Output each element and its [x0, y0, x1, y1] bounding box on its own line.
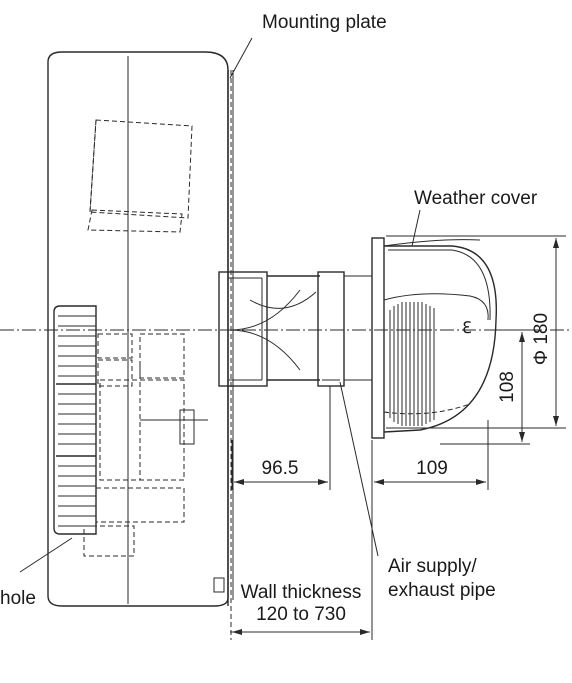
weather-cover: [371, 237, 497, 439]
leader-weather-cover: [411, 209, 421, 247]
dimension-cover-diameter: [386, 235, 566, 429]
label-air-pipe-line2: exhaust pipe: [388, 580, 496, 601]
dimension-pipe-center-height: [440, 329, 530, 445]
dimension-cover-depth: [371, 420, 489, 490]
leader-mounting-plate: [229, 37, 253, 79]
dimension-label-pipe-center-height: 108: [497, 371, 518, 403]
dimension-inner-length: [231, 386, 331, 490]
weather-cover-vanes: [389, 302, 435, 426]
label-air-pipe-line1: Air supply/: [388, 556, 477, 577]
label-weather-cover: Weather cover: [414, 188, 538, 209]
label-wall-thickness-line2: 120 to 730: [256, 604, 346, 625]
leader-hole: [19, 537, 73, 573]
centerline-mark-icon: ℇ: [462, 320, 472, 337]
air-pipe: [218, 271, 372, 387]
label-mounting-plate: Mounting plate: [262, 12, 387, 33]
dimension-wall-thickness: [230, 490, 373, 640]
mounting-plate: [227, 70, 234, 640]
dimension-label-inner-length: 96.5: [261, 458, 299, 479]
label-hole-fragment: hole: [0, 588, 36, 609]
indoor-unit: [47, 51, 229, 607]
label-wall-thickness-line1: Wall thickness: [240, 582, 362, 603]
front-grille-louvers: [56, 315, 96, 527]
dimension-label-cover-depth: 109: [416, 458, 448, 479]
dimension-label-cover-diameter: Φ 180: [531, 312, 552, 366]
